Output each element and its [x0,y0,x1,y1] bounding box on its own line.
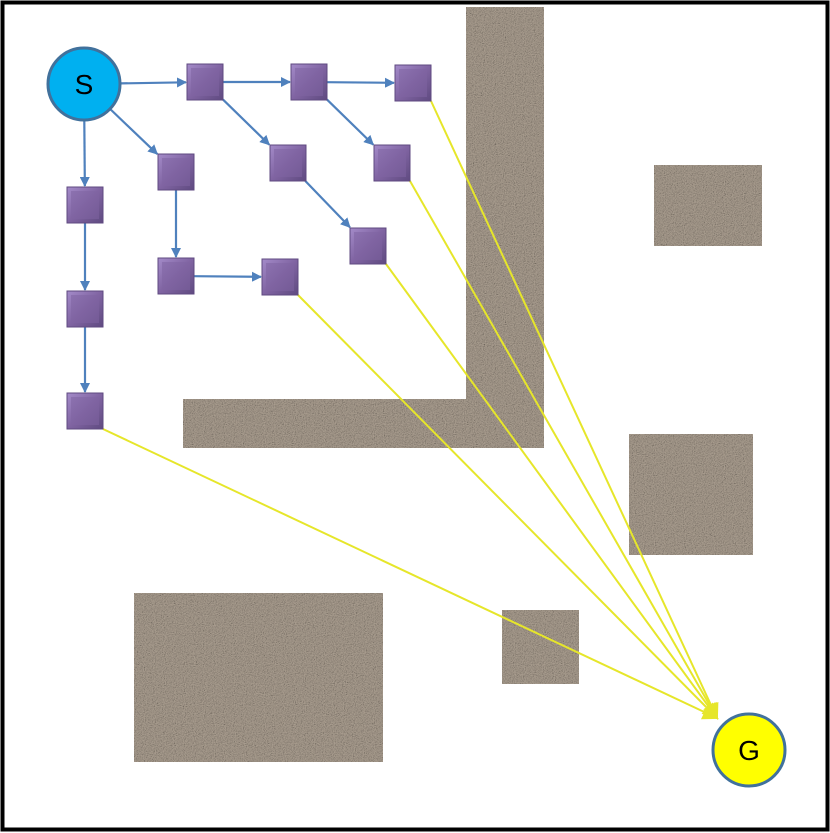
obstacle-block-top-right [654,165,762,246]
tree-node-face-n10 [274,149,302,177]
tree-node-face-n4 [71,191,99,219]
goal-edge-n9 [297,294,719,720]
tree-edge-n2-n12 [326,98,375,146]
obstacle-layer [134,7,762,762]
tree-edge-n2-n3 [326,77,396,88]
start-node-label: S [75,69,94,100]
obstacle-l-wall-vertical [466,7,544,448]
tree-node-layer [66,63,432,430]
tree-node-face-n8 [162,262,190,290]
tree-edge-layer [79,77,396,393]
tree-node-face-n6 [71,397,99,425]
tree-node-face-n3 [399,69,427,97]
tree-edge-n1-n10 [222,98,271,146]
tree-edge-S-n4 [79,119,90,187]
goal-node-label: G [738,735,760,766]
tree-edge-S-n1 [119,77,188,88]
start-node-circle [46,46,122,122]
tree-edge-S-n7 [109,108,159,155]
obstacle-l-wall-horizontal [183,399,544,448]
obstacle-block-bottom-left [134,593,383,762]
tree-edge-n8-n9 [193,271,263,282]
goal-node: G [711,712,787,788]
tree-node-face-n11 [354,232,382,260]
goal-node-circle [711,712,787,788]
tree-node-face-n12 [378,149,406,177]
tree-node-face-n1 [191,68,219,96]
tree-edge-n10-n11 [304,180,351,229]
goal-edge-n6 [102,428,719,720]
tree-node-face-n2 [295,68,323,96]
obstacle-block-middle-right [629,434,753,555]
goal-connection-layer [102,100,719,720]
tree-node-face-n5 [71,295,99,323]
tree-node-face-n9 [266,263,294,291]
start-node: S [46,46,122,122]
goal-edge-n11 [385,263,719,720]
goal-edge-n3 [430,100,719,720]
goal-edge-n13 [409,180,718,720]
tree-node-face-n7 [162,158,190,186]
